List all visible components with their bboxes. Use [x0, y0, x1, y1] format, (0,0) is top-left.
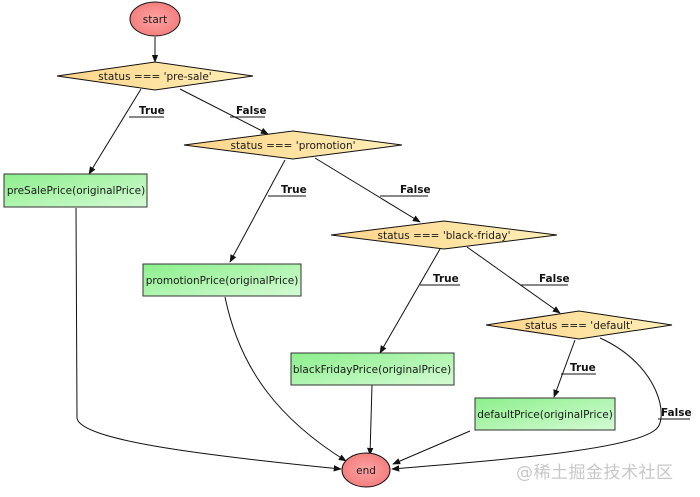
svg-text:end: end: [356, 465, 376, 477]
svg-text:False: False: [661, 407, 692, 419]
node-decision-default: status === 'default': [485, 310, 673, 340]
node-process-promotion: promotionPrice(originalPrice): [142, 263, 302, 297]
edge-presale-true: [88, 88, 142, 175]
edge-label-presale-true: True: [129, 105, 165, 118]
svg-text:True: True: [433, 273, 459, 285]
svg-text:False: False: [539, 273, 570, 285]
edge-promotion-true: [229, 159, 286, 263]
svg-text:preSalePrice(originalPrice): preSalePrice(originalPrice): [7, 185, 145, 197]
edge-label-blackfriday-false: False: [520, 273, 570, 286]
edge-default-true: [553, 339, 576, 398]
edges: [75, 37, 662, 472]
watermark: @稀土掘金技术社区: [516, 463, 674, 483]
edge-promotion-false: [314, 157, 421, 223]
edge-presale-to-end: [75, 207, 342, 472]
node-process-presale: preSalePrice(originalPrice): [3, 173, 148, 208]
node-decision-presale: status === 'pre-sale': [56, 61, 254, 91]
edge-default-to-end: [392, 430, 471, 465]
svg-text:start: start: [143, 14, 167, 26]
edge-label-promotion-true: True: [268, 184, 307, 197]
svg-text:True: True: [570, 362, 596, 374]
edge-presale-false: [179, 88, 269, 135]
svg-text:status === 'black-friday': status === 'black-friday': [377, 230, 510, 242]
svg-text:True: True: [139, 105, 165, 117]
edge-blackfriday-to-end: [367, 384, 374, 456]
svg-text:status === 'pre-sale': status === 'pre-sale': [98, 71, 211, 83]
edge-default-false: [391, 337, 662, 472]
edge-label-default-true: True: [561, 362, 596, 375]
node-process-default: defaultPrice(originalPrice): [474, 397, 616, 431]
edge-label-blackfriday-true: True: [420, 273, 460, 286]
edge-label-promotion-false: False: [380, 184, 431, 197]
svg-text:False: False: [236, 105, 267, 117]
edge-blackfriday-false: [466, 246, 561, 314]
edge-blackfriday-true: [379, 248, 441, 354]
svg-text:promotionPrice(originalPrice): promotionPrice(originalPrice): [146, 275, 299, 287]
edge-labels: True False True False True False True F: [129, 105, 692, 420]
svg-text:defaultPrice(originalPrice): defaultPrice(originalPrice): [477, 409, 613, 421]
edge-label-default-false: False: [658, 407, 692, 420]
svg-text:status === 'default': status === 'default': [525, 320, 633, 332]
node-start: start: [129, 1, 181, 37]
svg-text:blackFridayPrice(originalPrice: blackFridayPrice(originalPrice): [293, 364, 451, 376]
node-decision-promotion: status === 'promotion': [183, 130, 403, 160]
edge-promotion-to-end: [224, 296, 347, 462]
node-end: end: [341, 452, 391, 488]
svg-text:status === 'promotion': status === 'promotion': [230, 140, 355, 152]
edge-label-presale-false: False: [230, 105, 267, 118]
svg-text:False: False: [400, 184, 431, 196]
node-process-blackfriday: blackFridayPrice(originalPrice): [290, 352, 455, 386]
node-decision-blackfriday: status === 'black-friday': [330, 220, 558, 250]
svg-text:True: True: [281, 184, 307, 196]
